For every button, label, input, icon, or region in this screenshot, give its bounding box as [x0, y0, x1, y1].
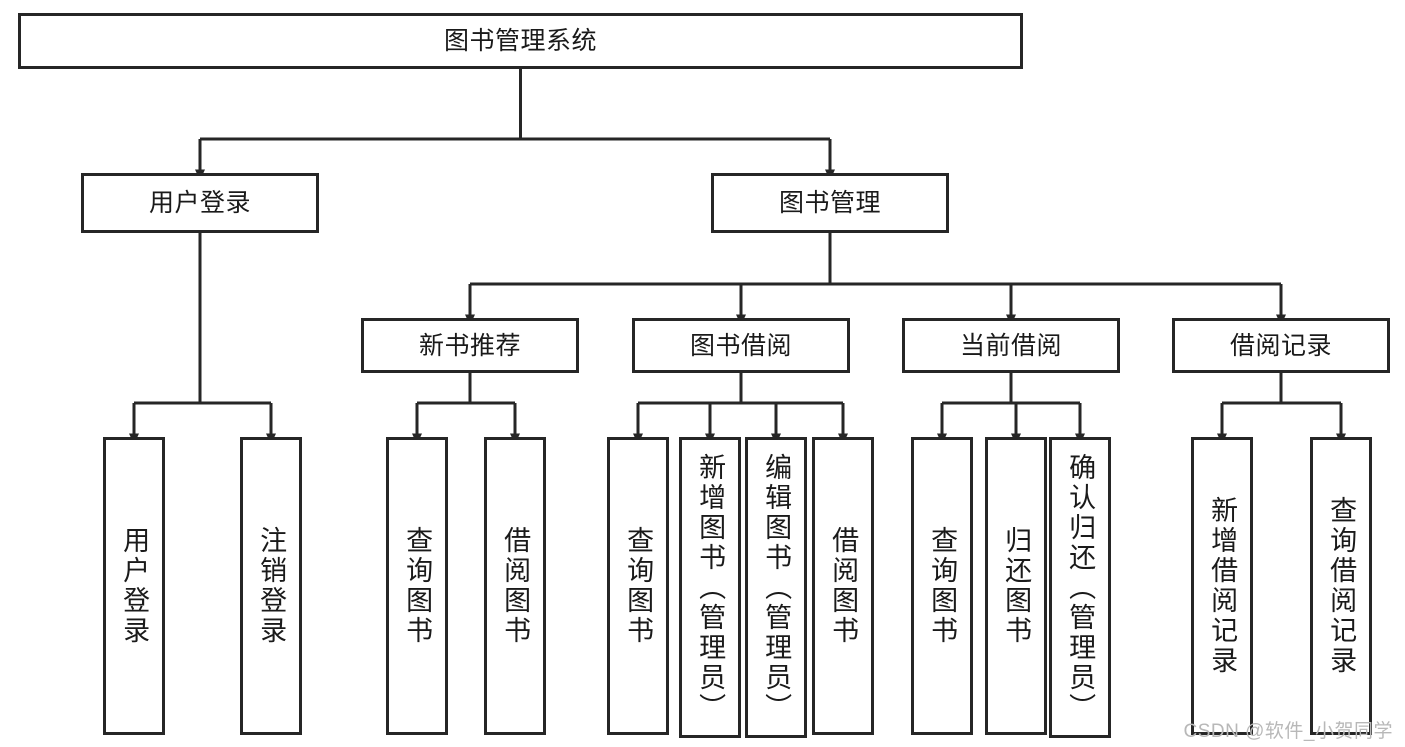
- node-label: 用户登录: [148, 189, 251, 217]
- node-label: 图书借阅: [689, 331, 792, 360]
- node-label: 当前借阅: [959, 331, 1062, 360]
- node-label: 用户登录: [119, 526, 150, 646]
- csdn-watermark: CSDN @软件_小贺同学: [1183, 721, 1393, 742]
- node-leaf-borrow-book-2[interactable]: 借阅图书: [812, 437, 874, 735]
- node-book-manage[interactable]: 图书管理: [711, 173, 949, 233]
- node-leaf-user-logout[interactable]: 注销登录: [240, 437, 302, 735]
- node-leaf-return-book[interactable]: 归还图书: [985, 437, 1047, 735]
- node-leaf-add-record[interactable]: 新增借阅记录: [1191, 437, 1253, 735]
- node-user-login[interactable]: 用户登录: [81, 173, 319, 233]
- node-label: 注销登录: [256, 526, 287, 646]
- node-label: 新书推荐: [418, 331, 521, 360]
- node-label: 查询图书: [623, 526, 654, 646]
- node-label: 借阅图书: [500, 526, 531, 646]
- node-leaf-borrow-book-1[interactable]: 借阅图书: [484, 437, 546, 735]
- node-leaf-query-book-3[interactable]: 查询图书: [911, 437, 973, 735]
- node-leaf-user-login[interactable]: 用户登录: [103, 437, 165, 735]
- node-label: 查询图书: [402, 526, 433, 646]
- node-label: 借阅记录: [1229, 331, 1332, 360]
- node-borrow-record[interactable]: 借阅记录: [1172, 318, 1390, 373]
- node-leaf-query-record[interactable]: 查询借阅记录: [1310, 437, 1372, 735]
- node-leaf-query-book-2[interactable]: 查询图书: [607, 437, 669, 735]
- node-label: 新增图书（管理员）: [695, 452, 726, 723]
- node-label: 归还图书: [1001, 526, 1032, 646]
- node-label: 查询借阅记录: [1326, 496, 1357, 676]
- node-current-borrow[interactable]: 当前借阅: [902, 318, 1120, 373]
- node-leaf-query-book-1[interactable]: 查询图书: [386, 437, 448, 735]
- node-label: 图书管理: [778, 189, 881, 217]
- node-label: 新增借阅记录: [1207, 496, 1238, 676]
- node-label: 编辑图书（管理员）: [761, 452, 792, 723]
- node-leaf-edit-book[interactable]: 编辑图书（管理员）: [745, 437, 807, 738]
- node-label: 确认归还（管理员）: [1065, 452, 1096, 723]
- node-root[interactable]: 图书管理系统: [18, 13, 1023, 69]
- node-label: 借阅图书: [828, 526, 859, 646]
- node-label: 图书管理系统: [443, 27, 597, 55]
- node-leaf-confirm-return[interactable]: 确认归还（管理员）: [1049, 437, 1111, 738]
- node-book-borrow[interactable]: 图书借阅: [632, 318, 850, 373]
- node-leaf-add-book[interactable]: 新增图书（管理员）: [679, 437, 741, 738]
- node-label: 查询图书: [927, 526, 958, 646]
- node-new-book-rec[interactable]: 新书推荐: [361, 318, 579, 373]
